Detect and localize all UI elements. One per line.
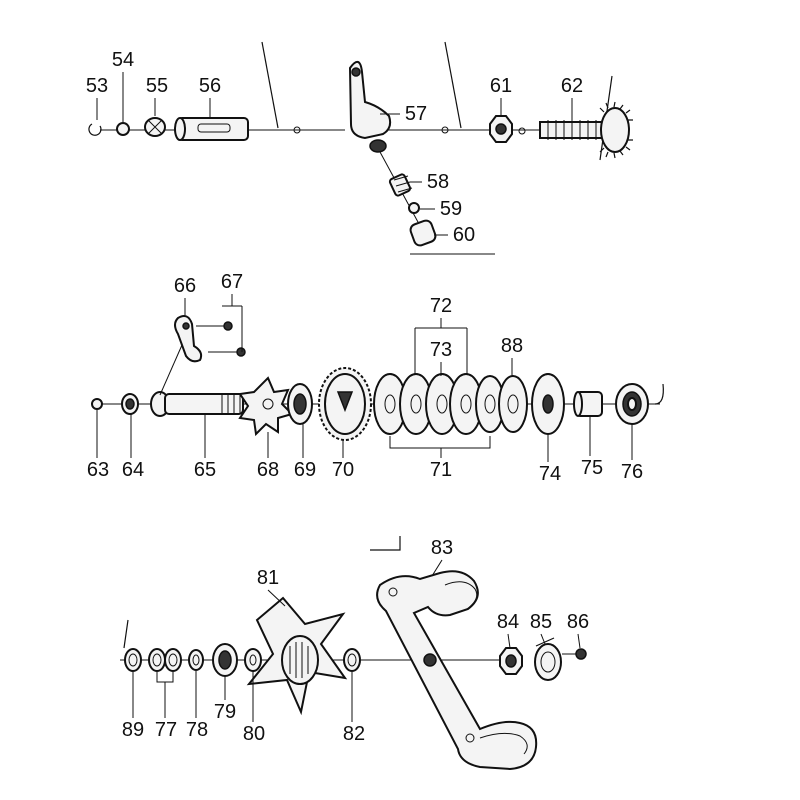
label-55: 55 xyxy=(146,75,168,97)
part-63-ball xyxy=(91,398,103,410)
row-2-labels: 66 67 72 73 88 63 64 65 68 69 70 71 74 7… xyxy=(87,271,643,485)
label-81: 81 xyxy=(257,567,279,589)
part-61-nut xyxy=(489,115,526,143)
part-78-washer xyxy=(188,649,204,671)
label-77: 77 xyxy=(155,719,177,741)
part-81-star-drag xyxy=(246,596,348,716)
label-61: 61 xyxy=(490,75,512,97)
part-54-washer xyxy=(116,122,130,136)
label-86: 86 xyxy=(567,611,589,633)
part-76-bearing xyxy=(615,383,649,425)
part-89-washer xyxy=(124,648,142,672)
label-72: 72 xyxy=(430,295,452,317)
part-88-washer xyxy=(498,375,528,433)
part-80-washer xyxy=(244,648,262,672)
label-70: 70 xyxy=(332,459,354,481)
label-73: 73 xyxy=(430,339,452,361)
label-67: 67 xyxy=(221,271,243,293)
part-67-screws xyxy=(196,321,246,357)
row-3-handle-assembly xyxy=(120,536,587,771)
part-86-screw xyxy=(562,648,587,660)
label-59: 59 xyxy=(440,198,462,220)
label-83: 83 xyxy=(431,537,453,559)
label-56: 56 xyxy=(199,75,221,97)
part-55-bushing xyxy=(144,117,166,137)
label-82: 82 xyxy=(343,723,365,745)
part-60-pawl-cap xyxy=(409,219,495,255)
part-59-pawl-spring xyxy=(408,202,420,214)
label-74: 74 xyxy=(539,463,561,485)
label-75: 75 xyxy=(581,457,603,479)
label-60: 60 xyxy=(453,224,475,246)
label-78: 78 xyxy=(186,719,208,741)
part-66-clutch-yoke xyxy=(159,315,203,396)
label-63: 63 xyxy=(87,459,109,481)
part-71-drag-washers xyxy=(373,373,505,435)
part-70-main-gear xyxy=(318,367,372,441)
part-65-pinion-gear-shaft xyxy=(150,391,244,417)
label-66: 66 xyxy=(174,275,196,297)
label-85: 85 xyxy=(530,611,552,633)
part-57-line-guide xyxy=(348,61,392,153)
row-1-level-wind-assembly xyxy=(88,41,633,255)
part-56-worm-shaft-tube xyxy=(174,117,249,141)
part-75-sleeve xyxy=(573,391,603,417)
row-1-labels: 53 54 55 56 57 58 59 60 61 62 xyxy=(86,49,583,246)
label-88: 88 xyxy=(501,335,523,357)
label-76: 76 xyxy=(621,461,643,483)
label-80: 80 xyxy=(243,723,265,745)
part-82-washer xyxy=(343,648,361,672)
label-54: 54 xyxy=(112,49,134,71)
label-68: 68 xyxy=(257,459,279,481)
label-84: 84 xyxy=(497,611,519,633)
label-58: 58 xyxy=(427,171,449,193)
part-53-e-clip xyxy=(88,123,102,136)
part-62-worm-shaft-gear xyxy=(539,101,633,159)
part-85-lock-plate xyxy=(534,637,562,681)
label-62: 62 xyxy=(561,75,583,97)
row-3-labels: 81 83 84 85 86 89 77 78 79 80 82 xyxy=(122,537,589,745)
part-68-star-drag xyxy=(238,376,294,437)
label-53: 53 xyxy=(86,75,108,97)
part-58-pawl xyxy=(379,151,426,236)
label-89: 89 xyxy=(122,719,144,741)
label-64: 64 xyxy=(122,459,144,481)
label-69: 69 xyxy=(294,459,316,481)
row-2-drive-assembly xyxy=(91,315,664,441)
part-64-bearing xyxy=(121,393,139,415)
part-77-washers xyxy=(148,648,182,672)
label-57: 57 xyxy=(405,103,427,125)
part-79-bearing xyxy=(212,643,238,677)
part-69-gear xyxy=(287,383,313,425)
part-83-handle xyxy=(376,570,538,771)
label-71: 71 xyxy=(430,459,452,481)
label-65: 65 xyxy=(194,459,216,481)
label-79: 79 xyxy=(214,701,236,723)
part-74-drag-washer xyxy=(531,373,565,435)
part-84-handle-nut xyxy=(499,647,523,675)
